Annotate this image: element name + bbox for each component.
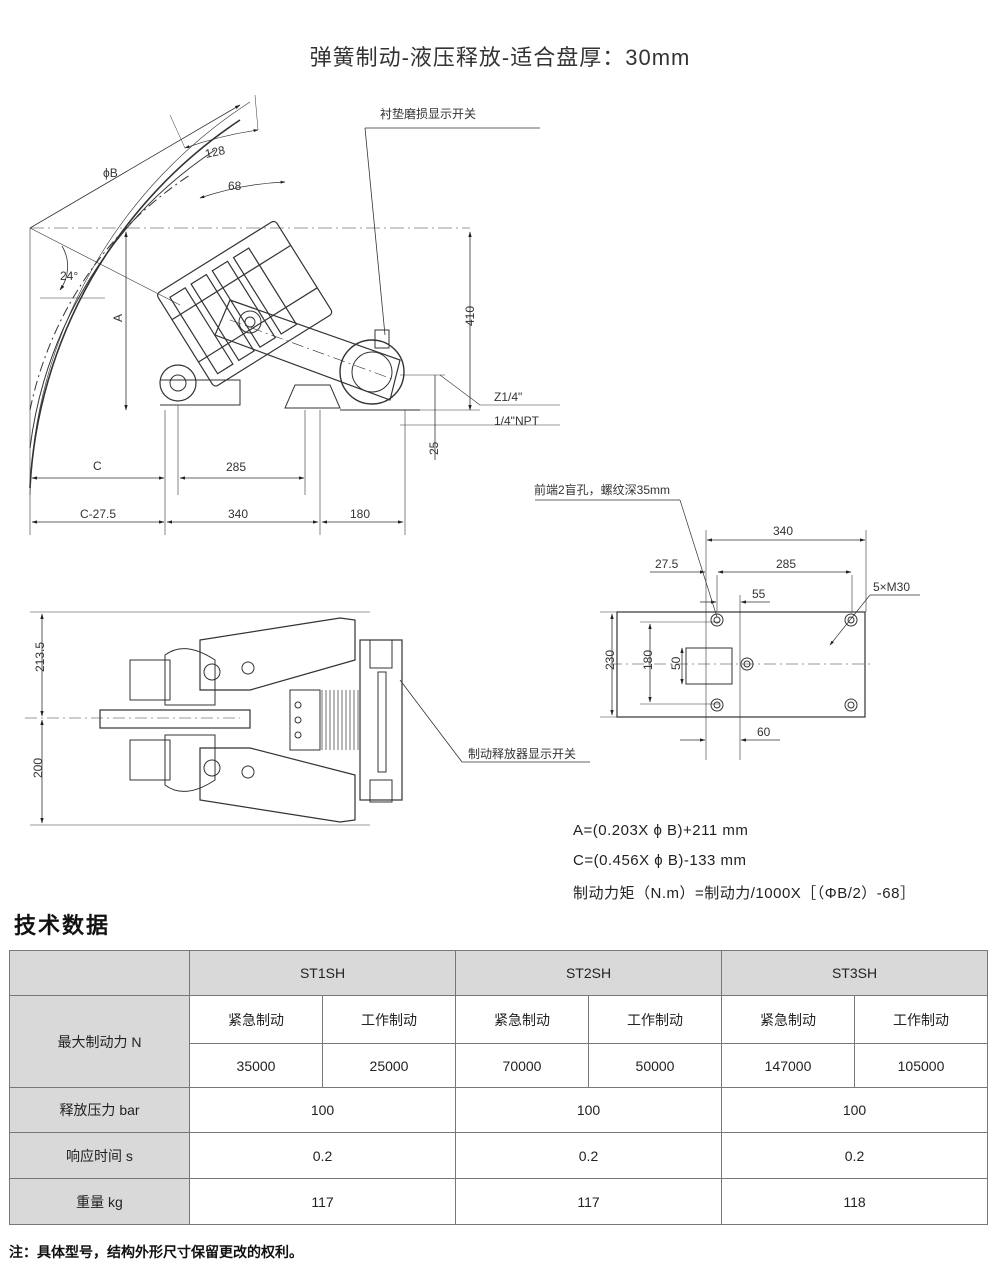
sub-header: 紧急制动	[721, 995, 855, 1044]
spec-table: ST1SH ST2SH ST3SH 最大制动力 N 紧急制动 工作制动 紧急制动…	[9, 950, 988, 1225]
model-header: ST1SH	[189, 950, 456, 996]
blind-hole-label: 前端2盲孔，螺纹深35mm	[534, 482, 670, 497]
force-cell: 35000	[189, 1043, 323, 1088]
dim-213-5: 213.5	[33, 642, 47, 672]
row-label-max-force: 最大制动力 N	[9, 995, 190, 1088]
mounting-view	[535, 499, 920, 760]
formula-c: C=(0.456X ϕ B)-133 mm	[573, 852, 747, 869]
table-cell: 117	[189, 1178, 456, 1225]
dim-180: 180	[350, 507, 370, 521]
sub-header: 工作制动	[854, 995, 988, 1044]
force-cell: 25000	[322, 1043, 456, 1088]
dim-c: C	[93, 459, 102, 473]
formula-torque: 制动力矩（N.m）=制动力/1000X［（ΦB/2）-68］	[573, 885, 916, 902]
dim-340: 340	[228, 507, 248, 521]
footnote: 注：具体型号，结构外形尺寸保留更改的权利。	[9, 1245, 303, 1261]
table-cell: 0.2	[721, 1132, 988, 1179]
plan-view	[25, 611, 590, 826]
mounting-view-labels: 前端2盲孔，螺纹深35mm 340 285 27.5 55 5×M30 230 …	[534, 482, 910, 739]
table-cell: 0.2	[189, 1132, 456, 1179]
dim-25: 25	[427, 441, 441, 455]
dim-200: 200	[31, 758, 45, 778]
force-cell: 70000	[455, 1043, 589, 1088]
model-header: ST2SH	[455, 950, 722, 996]
dim-m27-5: 27.5	[655, 557, 679, 571]
row-label: 重量 kg	[9, 1178, 190, 1225]
side-view	[29, 94, 560, 535]
side-view-labels: 128 68 ϕB 24° A 410 25 衬垫磨损显示开关 Z1/4" 1/…	[60, 106, 540, 521]
dim-285: 285	[226, 460, 246, 474]
sub-header: 工作制动	[588, 995, 722, 1044]
dim-m50: 50	[669, 656, 683, 670]
model-header: ST3SH	[721, 950, 988, 996]
dim-128: 128	[204, 143, 227, 161]
technical-drawing: 128 68 ϕB 24° A 410 25 衬垫磨损显示开关 Z1/4" 1/…	[25, 94, 920, 826]
table-cell: 0.2	[455, 1132, 722, 1179]
dim-410: 410	[463, 306, 477, 326]
port-z-label: Z1/4"	[494, 390, 522, 404]
formula-a: A=(0.203X ϕ B)+211 mm	[573, 822, 749, 839]
dim-a: A	[111, 314, 125, 322]
port-npt-label: 1/4"NPT	[494, 414, 540, 428]
table-corner	[9, 950, 190, 996]
table-cell: 100	[455, 1087, 722, 1133]
force-cell: 50000	[588, 1043, 722, 1088]
row-label: 响应时间 s	[9, 1132, 190, 1179]
dim-c-minus: C-27.5	[80, 507, 116, 521]
table-cell: 100	[189, 1087, 456, 1133]
sub-header: 紧急制动	[455, 995, 589, 1044]
dim-68: 68	[228, 179, 242, 193]
table-cell: 117	[455, 1178, 722, 1225]
row-label: 释放压力 bar	[9, 1087, 190, 1133]
plan-view-labels: 213.5 200 制动释放器显示开关	[31, 642, 576, 778]
force-cell: 147000	[721, 1043, 855, 1088]
sub-header: 工作制动	[322, 995, 456, 1044]
section-title: 技术数据	[14, 913, 111, 938]
angle-label: 24°	[60, 269, 78, 283]
force-cell: 105000	[854, 1043, 988, 1088]
table-cell: 100	[721, 1087, 988, 1133]
bolt-note: 5×M30	[873, 580, 910, 594]
page-title: 弹簧制动-液压释放-适合盘厚：30mm	[309, 45, 691, 70]
dim-m285: 285	[776, 557, 796, 571]
dim-m55: 55	[752, 587, 766, 601]
phi-b-label: ϕB	[103, 166, 118, 180]
dim-m340: 340	[773, 524, 793, 538]
release-switch-label: 制动释放器显示开关	[468, 746, 576, 761]
sub-header: 紧急制动	[189, 995, 323, 1044]
dim-m230: 230	[603, 650, 617, 670]
dim-m60: 60	[757, 725, 771, 739]
table-cell: 118	[721, 1178, 988, 1225]
dim-m180: 180	[641, 650, 655, 670]
lining-switch-label: 衬垫磨损显示开关	[380, 106, 476, 121]
